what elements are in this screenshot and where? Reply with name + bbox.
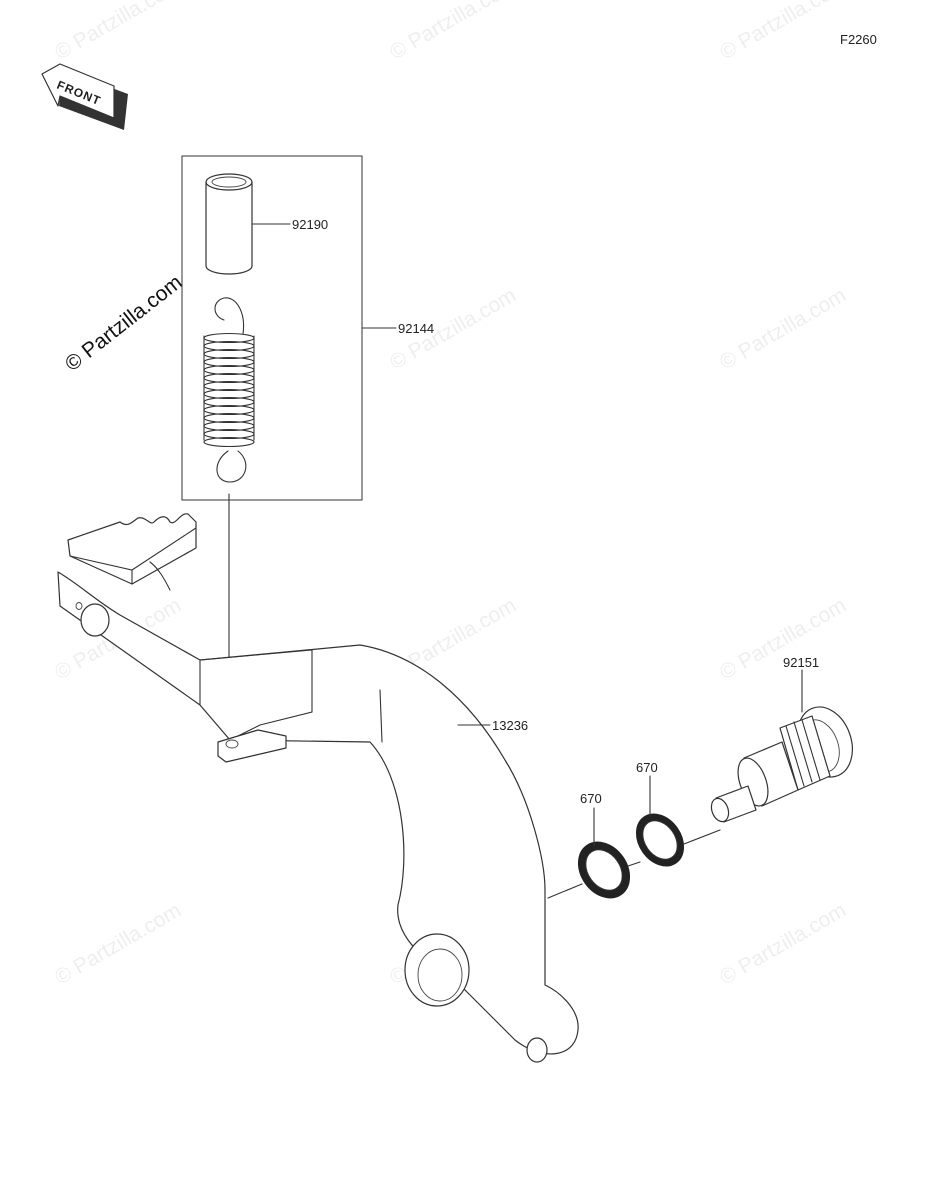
callout-670-left: 670 <box>580 791 602 806</box>
watermark-text: © Partzilla.com <box>51 899 185 990</box>
watermark-text: © Partzilla.com <box>716 899 850 990</box>
axis-line <box>627 861 641 867</box>
front-arrow-icon: FRONT <box>41 63 128 130</box>
return-spring-part <box>203 297 255 483</box>
callout-92144: 92144 <box>398 321 434 336</box>
watermark-text: © Partzilla.com <box>716 0 850 64</box>
watermark-text: © Partzilla.com <box>716 594 850 685</box>
callout-92151: 92151 <box>783 655 819 670</box>
seal-left-part <box>577 841 631 899</box>
watermark-main: © Partzilla.com <box>61 271 187 376</box>
spring-coil <box>203 436 255 448</box>
seal-right-part <box>635 813 685 867</box>
axis-line <box>683 829 721 845</box>
axis-line <box>547 883 583 899</box>
watermark-text: © Partzilla.com <box>716 284 850 375</box>
watermark-text: © Partzilla.com <box>386 0 520 64</box>
watermark-text: © Partzilla.com <box>51 0 185 64</box>
brake-pedal-part <box>57 513 579 1063</box>
callout-670-right: 670 <box>636 760 658 775</box>
sleeve-part <box>205 173 253 275</box>
pivot-shaft-part <box>710 706 853 823</box>
diagram-code: F2260 <box>840 32 877 47</box>
callout-92190: 92190 <box>292 217 328 232</box>
callout-13236: 13236 <box>492 718 528 733</box>
